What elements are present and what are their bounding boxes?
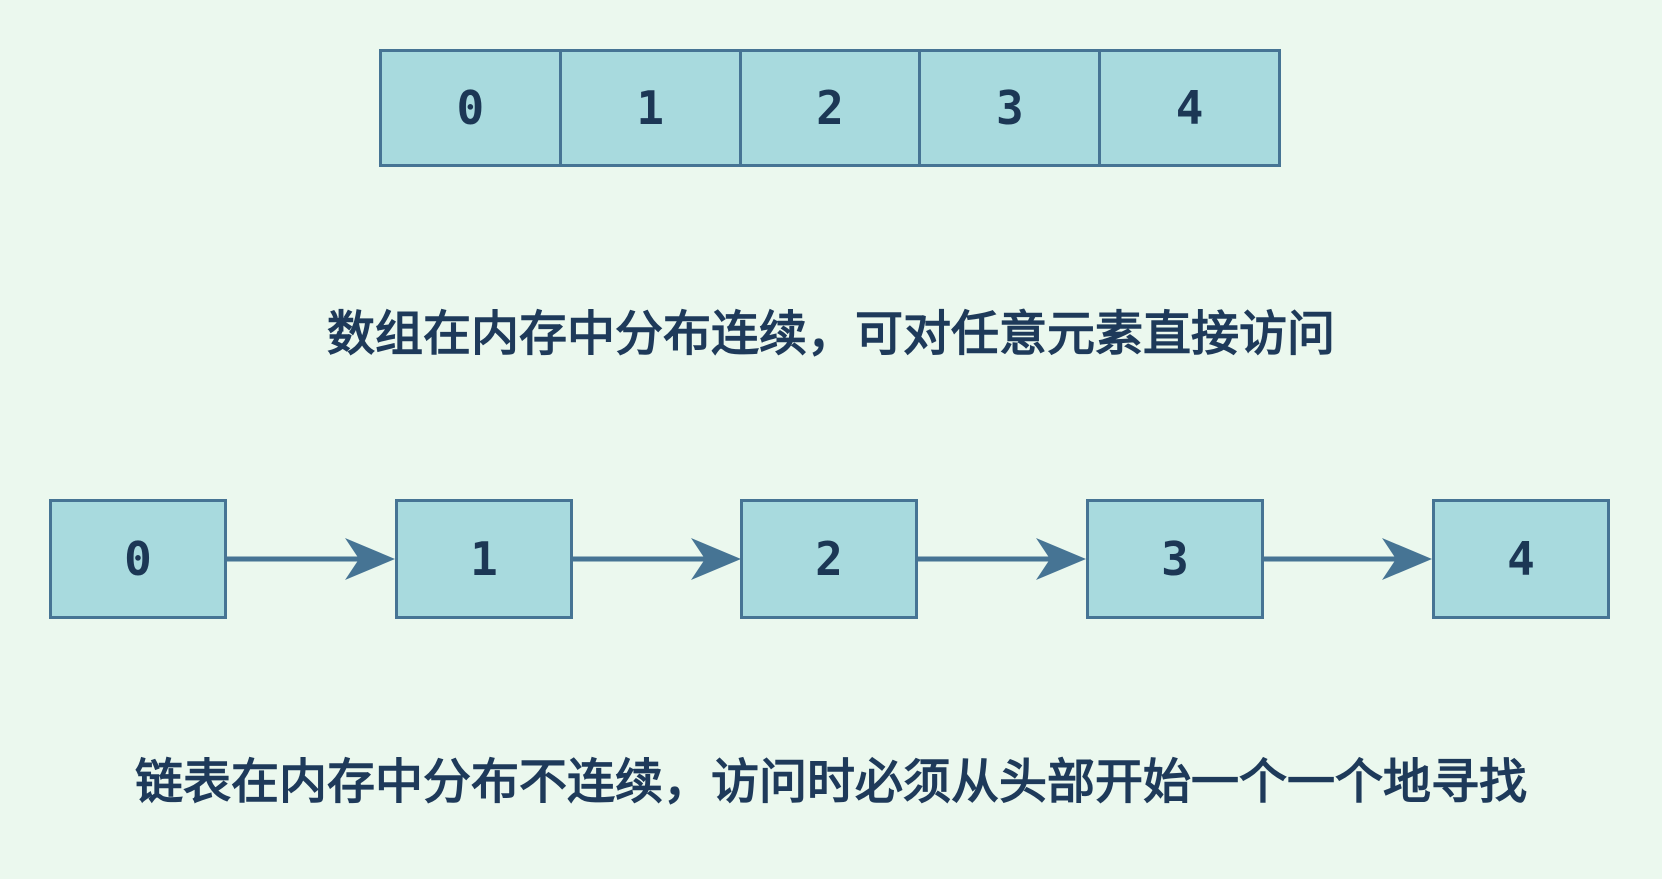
linked-list-caption: 链表在内存中分布不连续，访问时必须从头部开始一个一个地寻找: [134, 754, 1527, 810]
arrow-right-icon: [918, 538, 1086, 580]
linked-list-node: 4: [1432, 499, 1610, 619]
arrow-right-icon: [573, 538, 741, 580]
array-cell: 0: [379, 49, 562, 167]
array-cell-value: 4: [1175, 81, 1204, 135]
array-cell-value: 3: [995, 81, 1024, 135]
linked-list-node: 3: [1086, 499, 1264, 619]
array-cell-value: 2: [816, 81, 844, 135]
array-cell-value: 0: [456, 81, 485, 135]
linked-list-node-value: 4: [1507, 532, 1535, 586]
array-diagram: 0 1 2 3 4: [379, 49, 1281, 167]
linked-list-node: 1: [395, 499, 573, 619]
linked-list-node-value: 1: [470, 532, 498, 586]
array-cell: 4: [1098, 49, 1281, 167]
arrow-right-icon: [227, 538, 395, 580]
linked-list-node: 2: [740, 499, 918, 619]
array-cell: 2: [738, 49, 922, 167]
linked-list-node: 0: [49, 499, 227, 619]
array-cell: 3: [918, 49, 1102, 167]
array-caption: 数组在内存中分布连续，可对任意元素直接访问: [326, 306, 1335, 362]
linked-list-node-value: 2: [815, 532, 843, 586]
linked-list-node-value: 3: [1161, 532, 1189, 586]
linked-list-node-value: 0: [124, 532, 152, 586]
array-cell: 1: [558, 49, 742, 167]
array-cell-value: 1: [636, 81, 665, 135]
arrow-right-icon: [1264, 538, 1432, 580]
